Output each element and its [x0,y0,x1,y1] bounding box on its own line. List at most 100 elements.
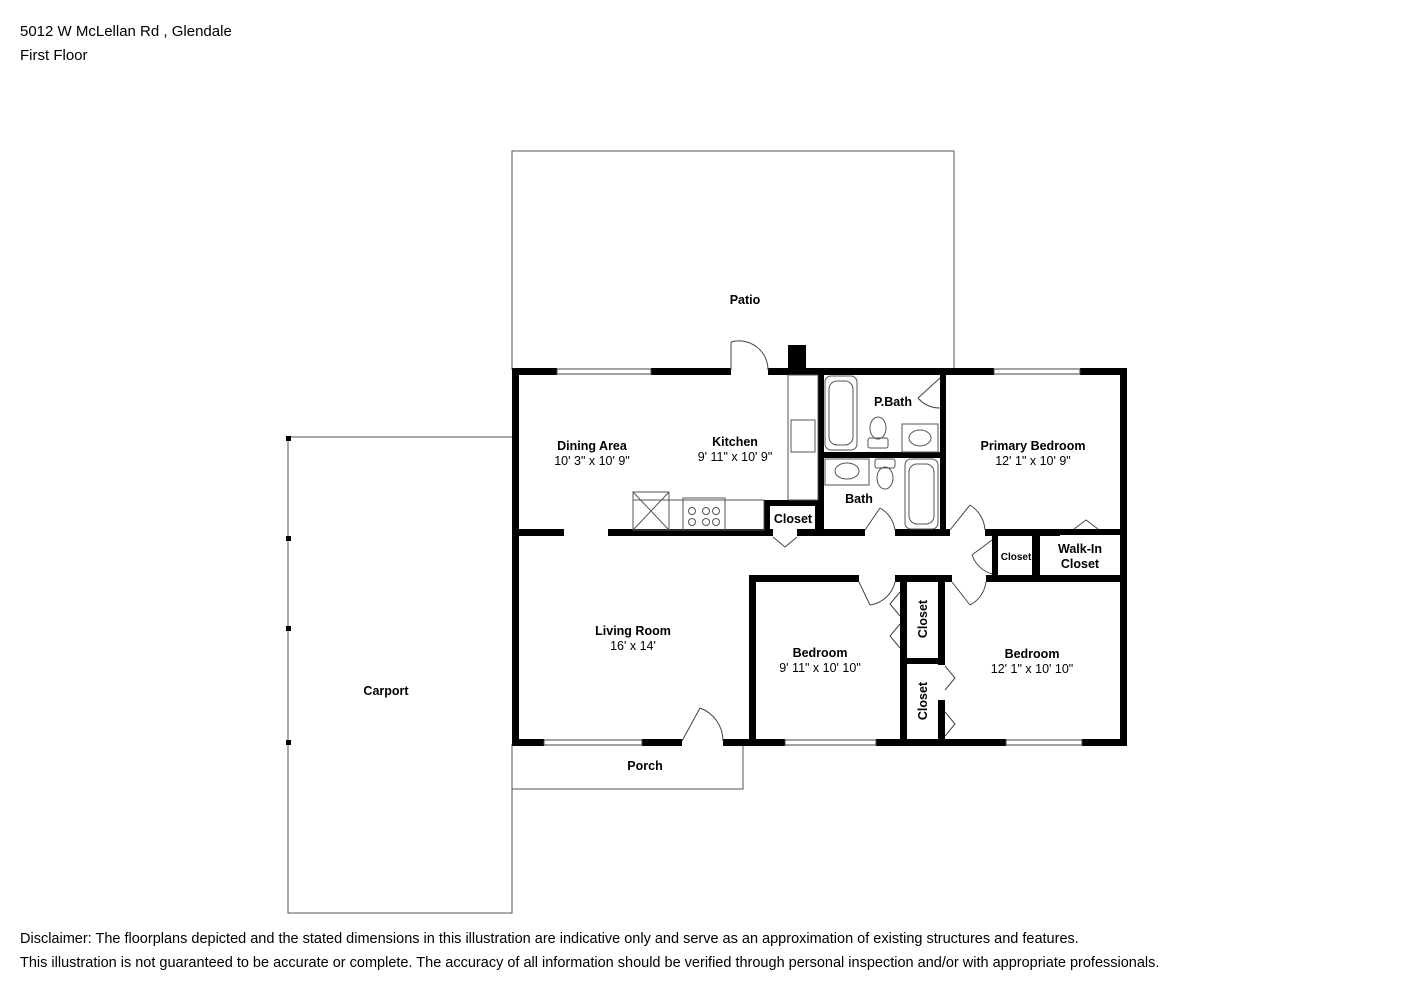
wall [1080,368,1127,375]
room-dims-primary-bedroom: 12' 1" x 10' 9" [995,454,1071,468]
bathtub-inner [908,463,935,525]
wall [651,368,731,375]
wall [1082,739,1127,746]
walls [512,345,1127,746]
wall [992,529,1127,535]
windows [543,368,1083,746]
room-label-living-room: Living Room [595,624,671,638]
wall [512,529,564,536]
kitchen-sink [790,419,816,453]
window [993,368,1081,375]
toilet-tank [867,437,889,449]
door [917,377,941,399]
door-swing [889,591,901,617]
vanity [901,423,939,453]
wall [986,575,1127,582]
wall [764,500,770,536]
room-label-closet-bed2: Closet [916,599,930,638]
wall [512,368,519,746]
wall [992,529,998,579]
door-swing [944,665,956,691]
stove-burner [688,518,696,526]
door-swing [917,397,941,409]
floor-label: First Floor [20,47,88,64]
wall [900,658,945,664]
window [784,739,877,746]
wall [1120,368,1127,746]
window [556,368,652,375]
door-swing [772,536,798,548]
toilet-tank [874,458,896,469]
wall [512,739,544,746]
room-dims-kitchen: 9' 11" x 10' 9" [698,450,773,464]
room-labels: Patio Carport Porch Dining Area 10' 3" x… [363,293,1102,773]
dishwasher-x [632,491,670,531]
wall [797,529,865,536]
room-label-bath: Bath [845,492,873,506]
sink [834,462,860,480]
room-label-closet-bed3: Closet [916,681,930,720]
door [858,581,871,606]
wall [512,368,557,375]
kitchen-counter [787,374,819,501]
door-swing [879,507,896,531]
stove-burner [688,507,696,515]
carport-post [286,536,291,541]
window [543,739,643,746]
door-swing [971,554,993,575]
room-label-closet-kitchen: Closet [774,512,813,526]
stove-burner [702,518,710,526]
stove-burner [712,507,720,515]
room-label-primary-bedroom: Primary Bedroom [981,439,1086,453]
property-address: 5012 W McLellan Rd , Glendale [20,23,232,40]
chimney [788,345,806,370]
door-swing [944,711,956,737]
wall [1032,529,1040,579]
door [864,507,881,531]
sink [908,429,932,447]
room-label-pbath: P.Bath [874,395,912,409]
bathtub [904,458,939,530]
door [949,504,971,531]
wall [749,575,859,582]
stove [682,497,726,531]
door-swing [969,581,987,606]
dishwasher [632,491,670,531]
room-label-bedroom-2: Bedroom [793,646,848,660]
wall [938,575,945,665]
stove-burner [702,507,710,515]
doors [681,340,1099,742]
door-swing [699,707,724,742]
wall [749,575,756,746]
disclaimer-line-1: Disclaimer: The floorplans depicted and … [20,931,1079,947]
room-label-kitchen: Kitchen [712,435,758,449]
door [971,539,993,556]
wall [895,575,952,582]
wall [642,739,682,746]
carport-post [286,740,291,745]
kitchen-counter [632,499,765,531]
room-label-closet-hall: Closet [1001,552,1032,563]
carport-post [286,436,291,441]
room-dims-bedroom-3: 12' 1" x 10' 10" [991,662,1073,676]
door-swing [969,504,986,531]
door [951,581,971,606]
bathtub-inner [828,380,854,446]
room-label-dining: Dining Area [557,439,628,453]
room-label-patio: Patio [730,293,761,307]
room-label-carport: Carport [363,684,409,698]
carport-post [286,626,291,631]
carport-outline [287,436,513,914]
toilet-bowl [876,466,894,490]
fixtures [632,374,939,531]
room-label-bedroom-3: Bedroom [1005,647,1060,661]
room-dims-bedroom-2: 9' 11" x 10' 10" [779,661,861,675]
door-swing [889,623,901,649]
door-swing [869,581,896,606]
wall [895,529,950,536]
stove-burner [712,518,720,526]
vanity [824,458,870,486]
bathtub [824,375,858,451]
room-dims-dining: 10' 3" x 10' 9" [554,454,630,468]
